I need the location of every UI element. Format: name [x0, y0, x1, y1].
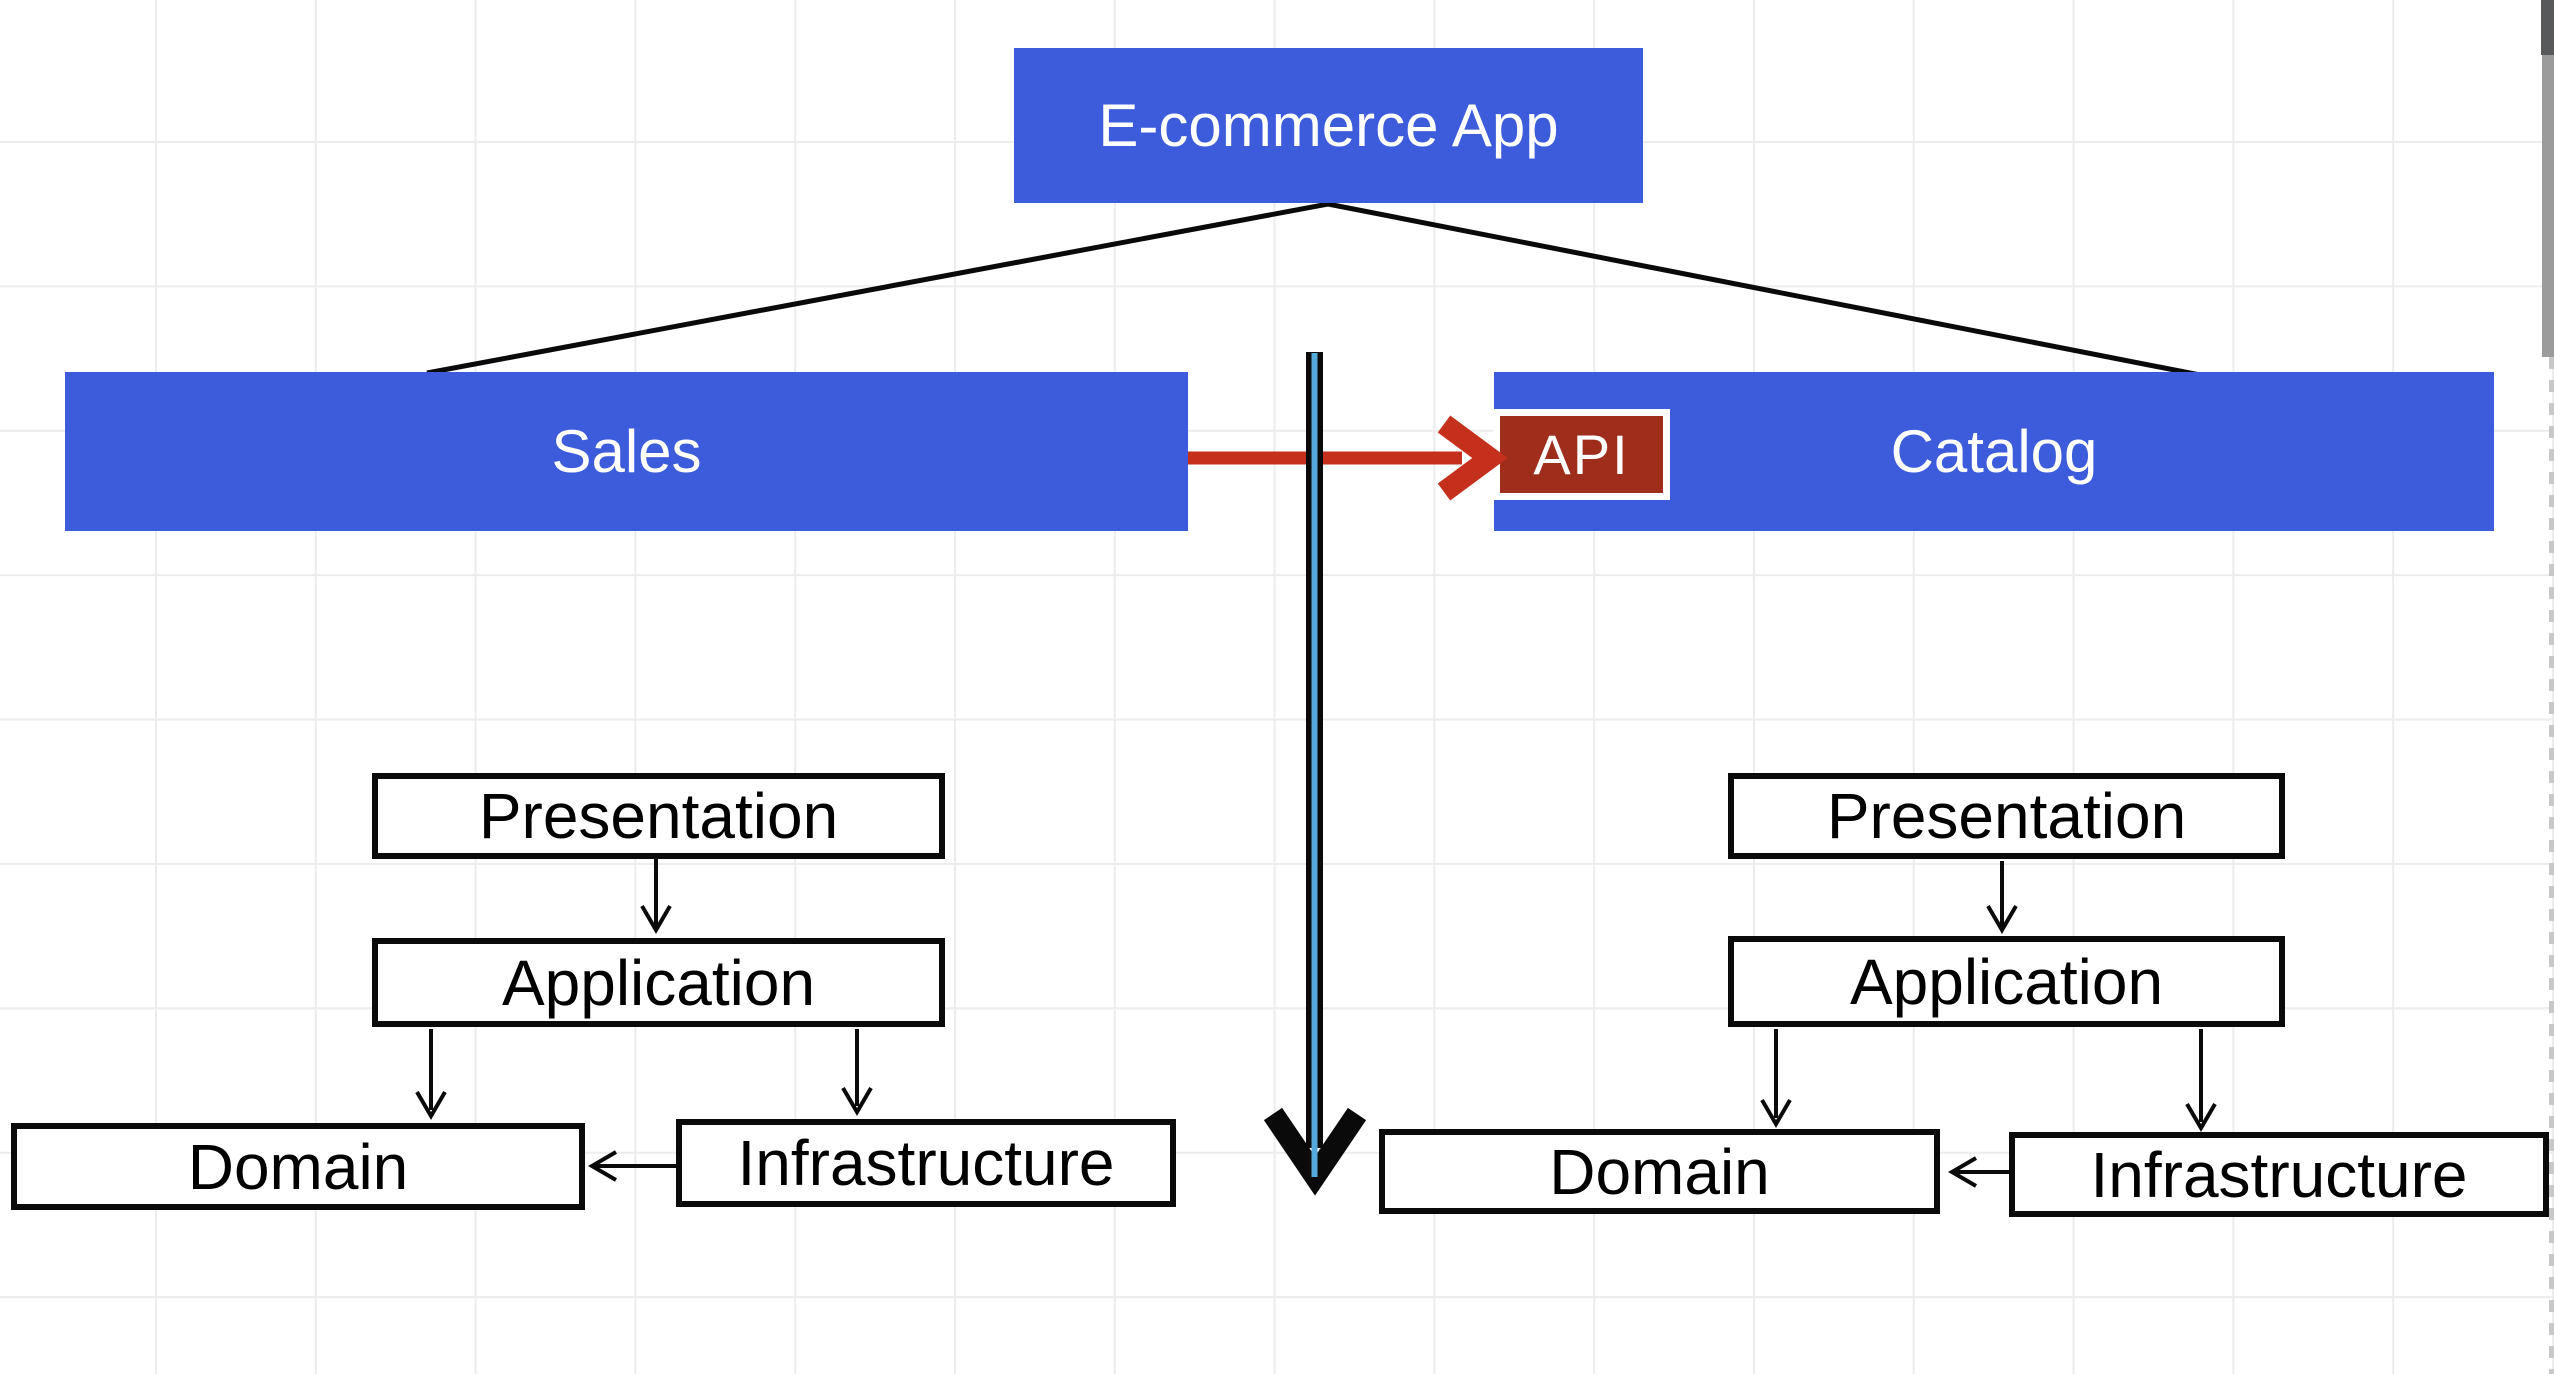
arrow-catalog-presentation-to-application[interactable] — [1986, 861, 2018, 934]
node-api-label: API — [1533, 422, 1630, 486]
scrollbar-thumb[interactable] — [2541, 0, 2554, 55]
catalog-layer-application[interactable]: Application — [1728, 936, 2285, 1027]
node-ecommerce-app[interactable]: E-commerce App — [1014, 48, 1643, 203]
sales-layer-application-label: Application — [501, 946, 816, 1019]
catalog-layer-domain-label: Domain — [1549, 1135, 1770, 1208]
scrollbar-track[interactable] — [2542, 55, 2554, 357]
arrow-catalog-application-to-domain[interactable] — [1760, 1029, 1792, 1128]
node-ecommerce-app-label: E-commerce App — [1098, 91, 1559, 159]
arrow-catalog-infrastructure-to-domain[interactable] — [1948, 1156, 2009, 1188]
connector-app-to-modules[interactable] — [426, 201, 2201, 378]
arrow-sales-to-api-head — [1437, 415, 1508, 501]
catalog-layer-application-label: Application — [1849, 945, 2164, 1018]
catalog-layer-infrastructure[interactable]: Infrastructure — [2009, 1132, 2549, 1217]
catalog-layer-domain[interactable]: Domain — [1379, 1129, 1940, 1214]
node-catalog-label: Catalog — [1890, 417, 2098, 485]
sales-layer-infrastructure[interactable]: Infrastructure — [676, 1119, 1176, 1207]
sales-layer-domain-label: Domain — [187, 1130, 409, 1203]
sales-layer-domain[interactable]: Domain — [11, 1123, 585, 1210]
arrow-sales-infrastructure-to-domain[interactable] — [588, 1150, 676, 1182]
sales-layer-infrastructure-label: Infrastructure — [737, 1127, 1115, 1199]
arrow-sales-to-api[interactable] — [1188, 415, 1508, 501]
arrow-sales-application-to-domain[interactable] — [415, 1029, 447, 1120]
arrow-sales-presentation-to-application[interactable] — [640, 859, 672, 934]
arrow-sales-application-to-infrastructure[interactable] — [841, 1029, 873, 1116]
catalog-layer-presentation[interactable]: Presentation — [1728, 773, 2285, 859]
node-sales[interactable]: Sales — [65, 372, 1188, 531]
sales-layer-presentation[interactable]: Presentation — [372, 773, 945, 859]
page-boundary-dashed-line — [2549, 357, 2554, 1374]
sales-layer-application[interactable]: Application — [372, 938, 945, 1027]
sales-layer-presentation-label: Presentation — [478, 780, 839, 852]
node-api[interactable]: API — [1493, 409, 1670, 500]
node-sales-label: Sales — [551, 417, 702, 485]
catalog-layer-infrastructure-label: Infrastructure — [2090, 1138, 2468, 1211]
arrow-center-divider[interactable] — [1263, 352, 1367, 1196]
arrow-catalog-application-to-infrastructure[interactable] — [2185, 1029, 2217, 1132]
catalog-layer-presentation-label: Presentation — [1826, 780, 2187, 852]
